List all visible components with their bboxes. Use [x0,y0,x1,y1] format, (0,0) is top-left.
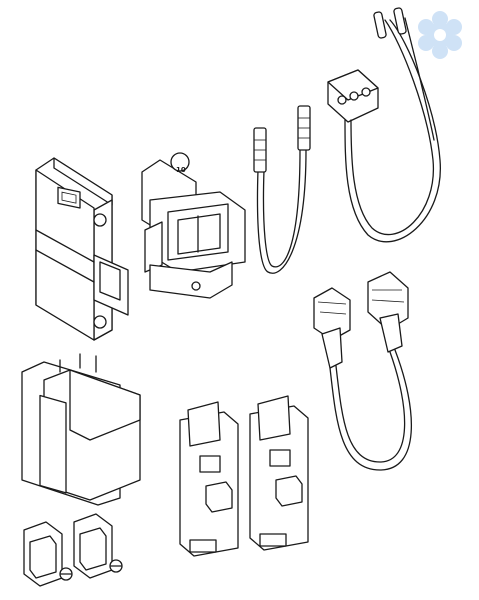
cable-clamp-pair [24,514,122,586]
mounting-bracket: 10 [142,153,245,298]
circuit-breaker [36,158,128,340]
rj45-patch-cable [314,272,411,470]
rj45-keystone-pair [180,396,308,556]
part-label-10: 10 [176,166,186,174]
power-connector-cable [328,7,440,241]
ferrule-wire-pair [254,106,310,273]
socket-module [22,354,140,505]
watermark-gear-flower-icon [418,11,462,59]
